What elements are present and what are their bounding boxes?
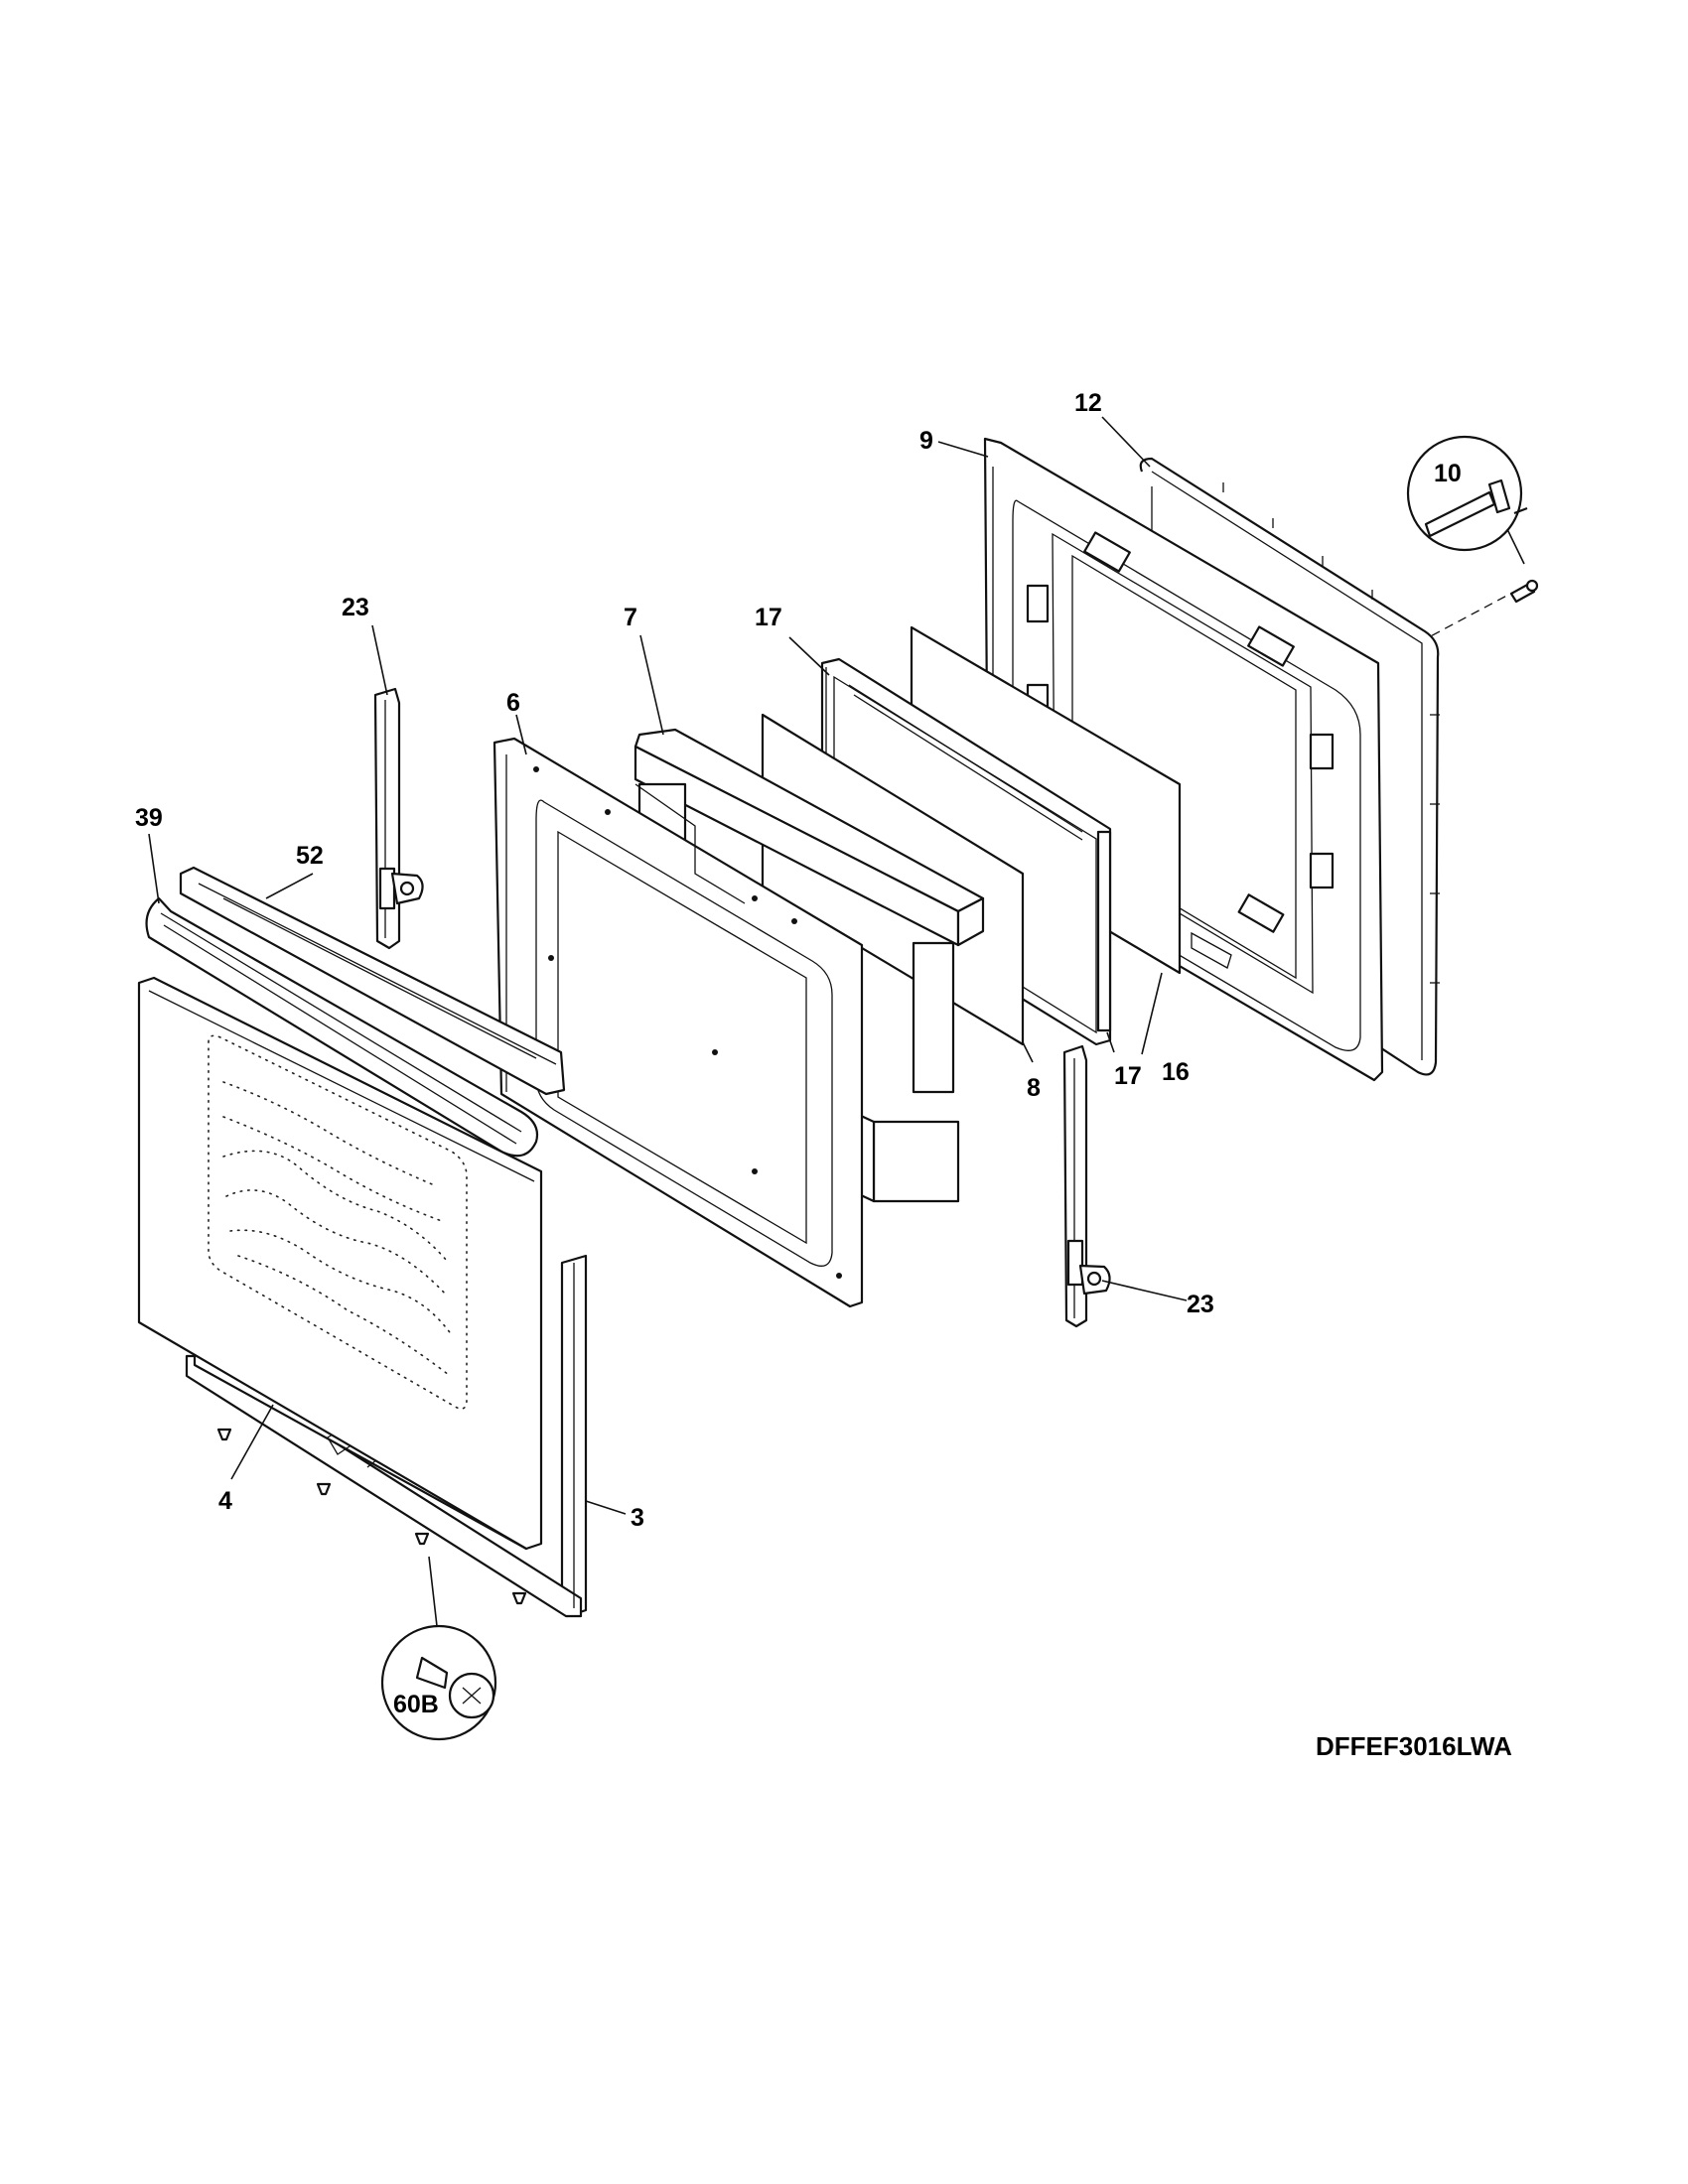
callout-12: 12	[1074, 389, 1102, 417]
part-60b-screw-inset	[380, 1556, 497, 1741]
callout-7: 7	[624, 604, 637, 631]
part-52-handle-bracket	[179, 866, 566, 1096]
screws-lower-edge	[216, 1428, 527, 1605]
callout-labels: 9 12 10 17 7 23 6 39 52 16 17 8 23 4 3 6…	[135, 389, 1462, 1718]
callout-17-top: 17	[755, 604, 782, 631]
outer-door-panel	[137, 976, 543, 1551]
callout-60b: 60B	[393, 1691, 439, 1718]
callout-10: 10	[1434, 460, 1462, 487]
part-10-screw-inset	[1406, 435, 1539, 604]
part-9-inner-door-liner	[983, 437, 1384, 1082]
callout-8: 8	[1027, 1074, 1041, 1102]
part-6-inner-door-frame	[492, 737, 864, 1308]
part-23-left-hinge	[373, 687, 424, 950]
part-23-right-hinge	[1062, 1044, 1111, 1328]
callout-4: 4	[218, 1487, 232, 1515]
callout-23-right: 23	[1187, 1291, 1214, 1318]
callout-leaders	[148, 416, 1188, 1515]
callout-52: 52	[296, 842, 324, 870]
callout-17-bottom: 17	[1114, 1062, 1142, 1090]
callout-16: 16	[1162, 1058, 1190, 1086]
callout-23-left: 23	[342, 594, 369, 621]
callout-6: 6	[506, 689, 520, 717]
callout-9: 9	[919, 427, 933, 455]
model-number: DFFEF3016LWA	[1316, 1731, 1512, 1761]
callout-3: 3	[631, 1504, 644, 1532]
callout-39: 39	[135, 804, 163, 832]
part-39-door-handle	[145, 896, 539, 1158]
